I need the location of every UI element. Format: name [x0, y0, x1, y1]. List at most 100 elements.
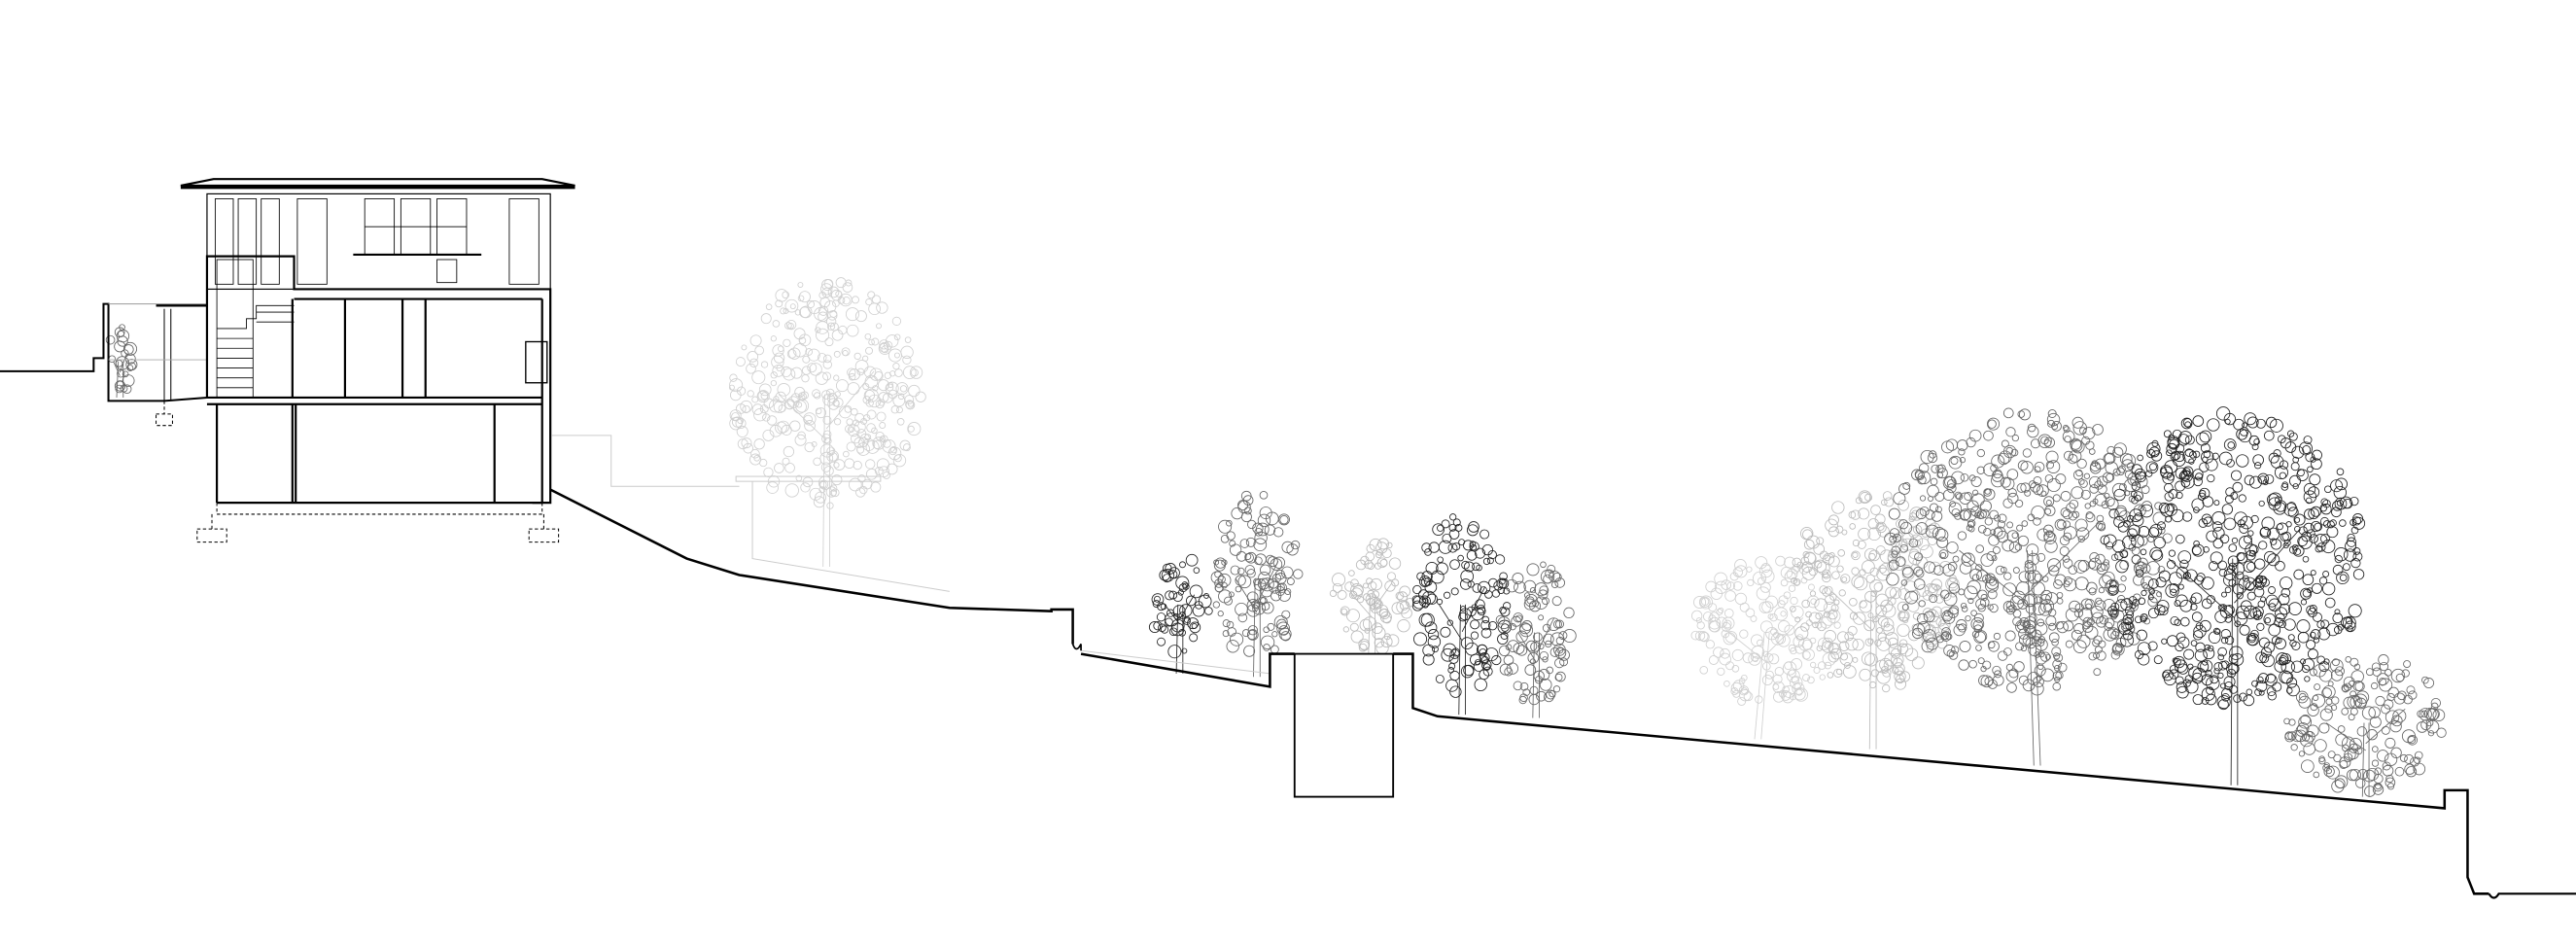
tree-foliage-mark	[1975, 544, 1984, 553]
tree-foliage-mark	[2006, 469, 2019, 480]
tree-foliage-mark	[1460, 664, 1475, 679]
tree-foliage-mark	[865, 297, 873, 306]
tree-foliage-mark	[1426, 593, 1438, 605]
tree-foliage-mark	[1869, 579, 1883, 593]
tree-foliage-mark	[2275, 560, 2285, 572]
tree-foliage-mark	[1942, 489, 1955, 501]
tree-foliage-mark	[1985, 578, 2000, 593]
tree-foliage-mark	[2036, 484, 2049, 497]
tree-foliage-mark	[2085, 581, 2098, 594]
tree-foliage-mark	[1859, 600, 1867, 609]
tree-foliage-mark	[2266, 416, 2278, 429]
tree-foliage-mark	[2331, 506, 2342, 518]
tree-foliage-mark	[2350, 526, 2359, 535]
tree-foliage-mark	[2353, 663, 2361, 671]
tree-foliage-mark	[1245, 537, 1256, 547]
tree-foliage-mark	[2348, 604, 2362, 618]
tree-foliage-mark	[1500, 623, 1510, 632]
tree-foliage-mark	[1470, 631, 1479, 640]
tree-foliage-mark	[1770, 632, 1784, 646]
tree-foliage-mark	[2340, 496, 2352, 509]
tree-foliage-mark	[2117, 583, 2127, 593]
tree-foliage-mark	[2258, 689, 2265, 696]
tree-foliage-mark	[2034, 461, 2045, 472]
tree-foliage-mark	[821, 390, 831, 400]
tree-foliage-mark	[2331, 658, 2340, 667]
tree-foliage-mark	[2016, 581, 2031, 596]
tree-foliage-mark	[2311, 458, 2322, 471]
tree-foliage-mark	[1877, 632, 1887, 642]
tree-foliage-mark	[1229, 540, 1236, 547]
tree-foliage-mark	[2324, 705, 2333, 714]
house-walls	[205, 255, 552, 505]
tree-foliage-mark	[1377, 538, 1390, 550]
tree-foliage-mark	[1245, 551, 1257, 564]
tree-foliage-mark	[1817, 621, 1827, 632]
tree-foliage-mark	[1929, 450, 1937, 459]
tree	[2100, 406, 2366, 786]
tree-foliage-mark	[1702, 611, 1714, 622]
tree-foliage-mark	[2335, 477, 2348, 491]
tree-foliage-mark	[2403, 660, 2412, 669]
tree-foliage-mark	[2377, 750, 2389, 762]
tree-foliage-mark	[2280, 576, 2293, 590]
tree-foliage-mark	[1930, 477, 1938, 486]
tree-foliage-mark	[2097, 523, 2106, 532]
tree-foliage-mark	[2104, 452, 2116, 465]
tree-foliage-mark	[741, 437, 752, 449]
tree-foliage-mark	[804, 420, 816, 432]
tree-foliage-mark	[2150, 450, 2163, 462]
tree-foliage-mark	[783, 399, 795, 410]
tree-foliage-mark	[859, 485, 868, 495]
tree-foliage-mark	[2248, 475, 2262, 489]
tree-foliage-mark	[1700, 597, 1710, 606]
tree-foliage-mark	[2003, 647, 2012, 656]
tree-foliage-mark	[1539, 679, 1552, 691]
roof	[180, 178, 575, 188]
tree-foliage-mark	[2043, 496, 2055, 507]
tree-foliage-mark	[2223, 517, 2237, 531]
tree-foliage-mark	[123, 341, 138, 356]
tree-foliage-mark	[1830, 647, 1842, 660]
tree-foliage-mark	[2104, 621, 2113, 632]
tree-foliage-mark	[1933, 585, 1940, 592]
tree-foliage-mark	[2160, 466, 2174, 479]
tree-foliage-mark	[1941, 611, 1953, 622]
tree-foliage-mark	[2162, 671, 2170, 679]
tree-foliage-mark	[1243, 506, 1252, 515]
tree-foliage-mark	[1969, 568, 1982, 581]
tree-foliage-mark	[749, 334, 762, 347]
tree-foliage-mark	[1371, 598, 1381, 609]
tree-foliage-mark	[2420, 710, 2428, 717]
upper-floor	[206, 192, 551, 291]
tree-foliage-mark	[1745, 608, 1756, 618]
tree-foliage-mark	[1332, 573, 1346, 587]
tree-foliage-mark	[827, 286, 840, 298]
tree-foliage-mark	[2331, 780, 2345, 793]
tree-foliage-mark	[2347, 533, 2355, 542]
tree-foliage-mark	[2092, 639, 2101, 647]
tree-trunk	[1831, 571, 1915, 750]
tree-foliage-mark	[1984, 677, 1994, 686]
tree-foliage-mark	[2334, 546, 2349, 562]
tree-foliage-mark	[2002, 444, 2017, 459]
tree-foliage-mark	[1542, 597, 1549, 606]
tree-foliage-mark	[1160, 603, 1167, 611]
tree-foliage-mark	[1523, 579, 1537, 593]
tree-foliage-mark	[1976, 448, 1986, 458]
tree-foliage-mark	[879, 339, 889, 350]
tree-foliage-mark	[777, 420, 790, 434]
tree-foliage-mark	[2203, 516, 2213, 527]
tree-foliage-mark	[2002, 407, 2014, 419]
tree-foliage-mark	[1500, 632, 1509, 640]
tree-foliage-mark	[1879, 549, 1894, 564]
tree-foliage-mark	[1800, 527, 1814, 541]
tree-foliage-mark	[2212, 538, 2224, 549]
tree-foliage-mark	[1695, 617, 1702, 624]
tree-foliage-mark	[878, 466, 890, 477]
tree-foliage-mark	[899, 439, 911, 451]
tree-foliage-mark	[2141, 576, 2154, 589]
tree-foliage-mark	[781, 424, 792, 436]
tree-foliage-mark	[1993, 527, 2003, 538]
tree-foliage-mark	[805, 348, 813, 356]
